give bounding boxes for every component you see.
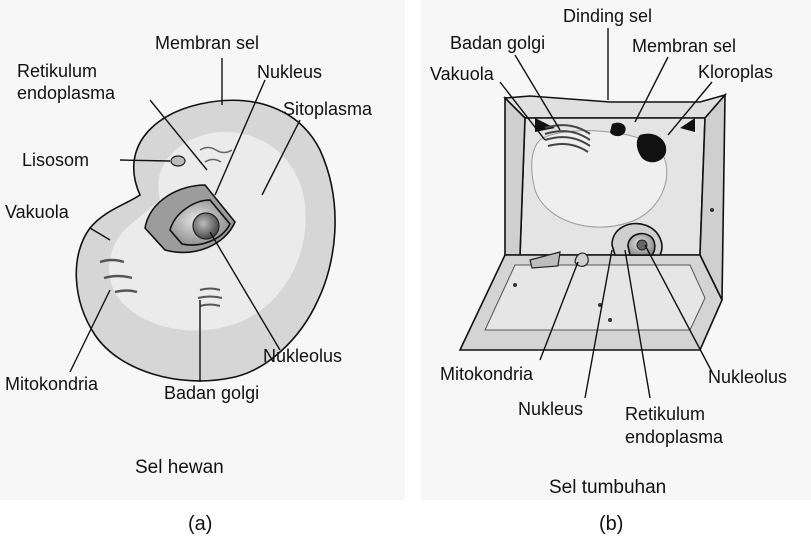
- plant-cell: Dinding sel Badan golgi Membran sel Vaku…: [430, 6, 787, 535]
- sublabel-b: (b): [599, 513, 623, 535]
- animal-lysosome: [171, 156, 185, 166]
- label-sitoplasma-a: Sitoplasma: [283, 99, 373, 119]
- animal-nucleolus: [193, 213, 219, 239]
- label-membran-sel-a: Membran sel: [155, 33, 259, 53]
- label-membran-sel-b: Membran sel: [632, 36, 736, 56]
- label-vakuola-b: Vakuola: [430, 64, 495, 84]
- label-mitokondria-b: Mitokondria: [440, 364, 534, 384]
- label-retikulum-b-2: endoplasma: [625, 427, 724, 447]
- caption-sel-tumbuhan: Sel tumbuhan: [549, 477, 666, 498]
- label-retikulum-b-1: Retikulum: [625, 404, 705, 424]
- label-nukleus-a: Nukleus: [257, 62, 322, 82]
- label-mitokondria-a: Mitokondria: [5, 374, 99, 394]
- label-nukleus-b: Nukleus: [518, 399, 583, 419]
- label-badan-golgi-a: Badan golgi: [164, 383, 259, 403]
- plant-chloroplast-2: [610, 123, 626, 137]
- label-kloroplas-b: Kloroplas: [698, 62, 773, 82]
- animal-cell: Membran sel Retikulum endoplasma Nukleus…: [5, 33, 373, 535]
- label-retikulum-a-2: endoplasma: [17, 83, 116, 103]
- label-retikulum-a-1: Retikulum: [17, 61, 97, 81]
- sublabel-a: (a): [188, 513, 212, 535]
- label-vakuola-a: Vakuola: [5, 202, 70, 222]
- caption-sel-hewan: Sel hewan: [135, 457, 224, 478]
- label-nukleolus-b: Nukleolus: [708, 367, 787, 387]
- label-lisosom-a: Lisosom: [22, 150, 89, 170]
- label-dinding-sel-b: Dinding sel: [563, 6, 652, 26]
- label-badan-golgi-b: Badan golgi: [450, 33, 545, 53]
- label-nukleolus-a: Nukleolus: [263, 346, 342, 366]
